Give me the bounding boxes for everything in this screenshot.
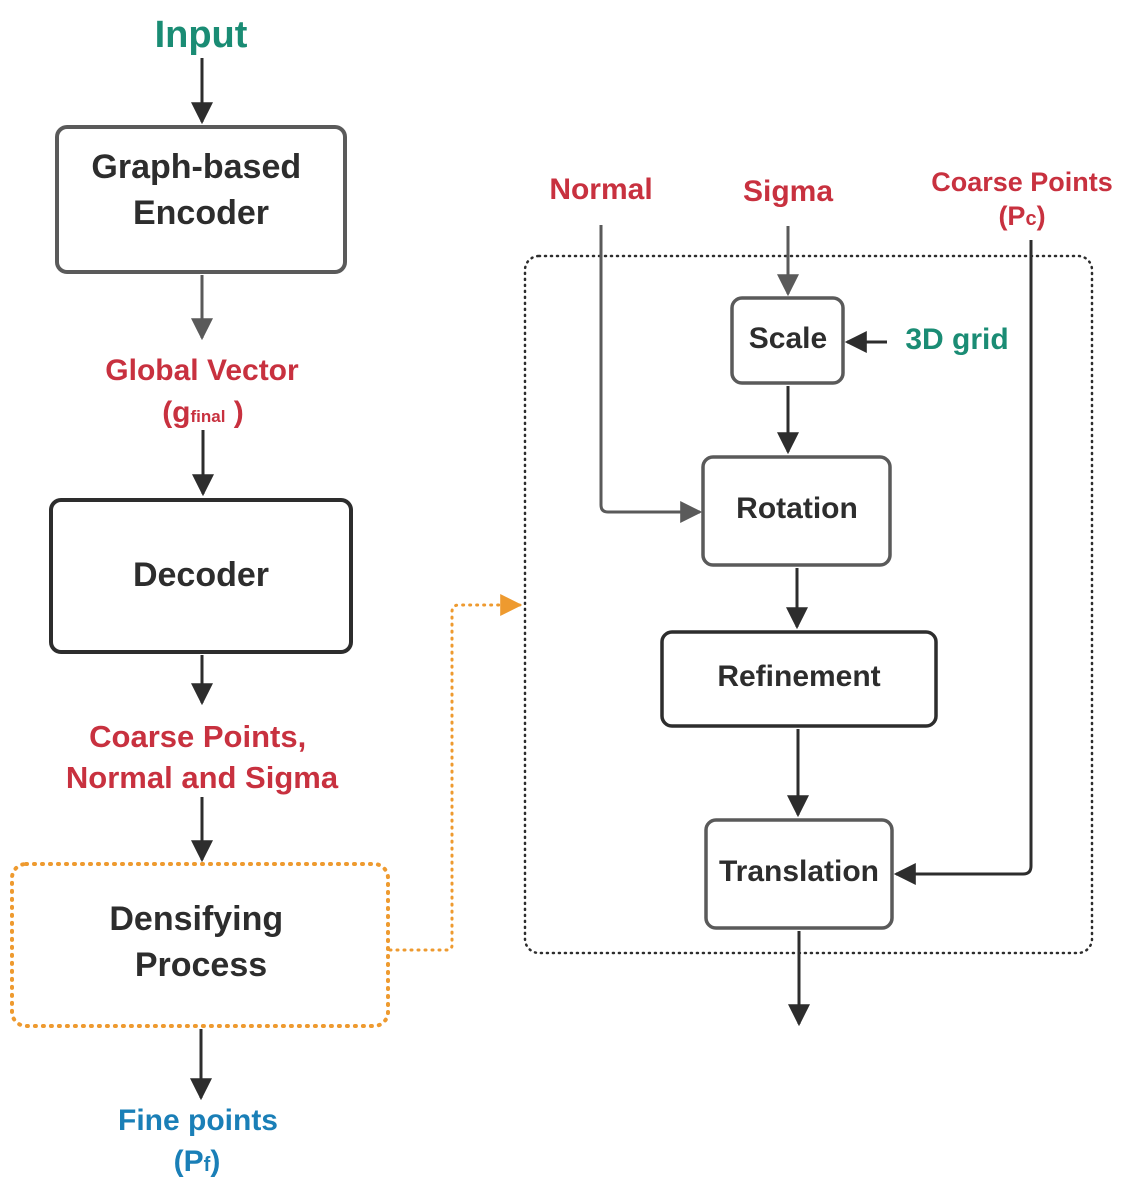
scale-label: Scale [749, 322, 827, 355]
rotation-label: Rotation [736, 492, 858, 525]
encoder-label: Graph-based Encoder [91, 148, 310, 232]
3d-grid-label: 3D grid [905, 323, 1008, 356]
input-label: Input [155, 14, 248, 56]
arrow-coarse-points-to-translation [893, 240, 1033, 885]
densifying-process-box [10, 862, 390, 1028]
rotation-box [701, 455, 892, 567]
refinement-box [660, 630, 938, 728]
arrow-normal-to-rotation [599, 225, 703, 523]
decoder-box [49, 498, 353, 654]
densify-detail-connector [388, 594, 523, 952]
encoder-box [55, 125, 347, 274]
fine-points-label: Fine points [118, 1104, 278, 1137]
translation-label: Translation [719, 855, 879, 888]
global-vector-label: Global Vector [105, 354, 299, 387]
sigma-label: Sigma [743, 175, 833, 208]
densify-detail-panel [523, 254, 1094, 955]
normal-label: Normal [549, 173, 652, 206]
refinement-label: Refinement [717, 660, 880, 693]
densifying-process-label: Densifying Process [109, 900, 292, 984]
scale-box [730, 296, 845, 385]
pf-label: (Pf) [174, 1145, 221, 1178]
g-final-label: (gfinal ) [162, 396, 244, 429]
pc-label: (Pc) [998, 201, 1045, 231]
coarse-normal-sigma-label: Coarse Points, Normal and Sigma [66, 719, 339, 795]
coarse-points-label: Coarse Points [931, 167, 1113, 197]
decoder-label: Decoder [133, 556, 269, 594]
translation-box [704, 818, 894, 930]
